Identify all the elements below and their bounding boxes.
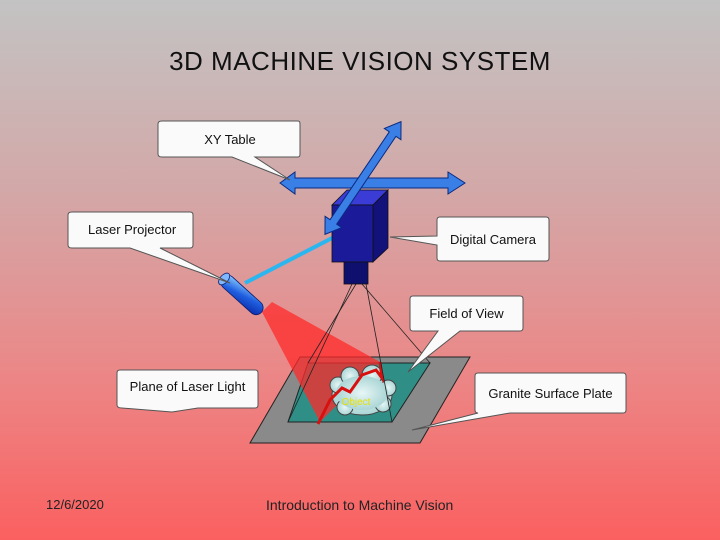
- footer-center-text: Introduction to Machine Vision: [266, 497, 454, 513]
- footer-date: 12/6/2020: [46, 497, 104, 512]
- laser-stripe: [316, 361, 385, 425]
- label-field-of-view: Field of View: [429, 306, 504, 321]
- slide-title: 3D MACHINE VISION SYSTEM: [169, 46, 551, 76]
- label-laser-projector: Laser Projector: [88, 222, 177, 237]
- camera-view-lines: [287, 283, 431, 423]
- laser-beam: [244, 234, 337, 285]
- object-label: Object: [342, 397, 371, 408]
- callout-shapes: [67, 120, 627, 431]
- laser-light-plane: [262, 302, 380, 422]
- laser-projector: [218, 272, 264, 316]
- label-xy-table: XY Table: [204, 131, 256, 147]
- label-digital-camera: Digital Camera: [450, 231, 536, 247]
- xy-table-arrows: [279, 120, 466, 236]
- label-plane-of-laser-light: Plane of Laser Light: [129, 378, 246, 394]
- label-granite-surface-plate: Granite Surface Plate: [488, 385, 613, 401]
